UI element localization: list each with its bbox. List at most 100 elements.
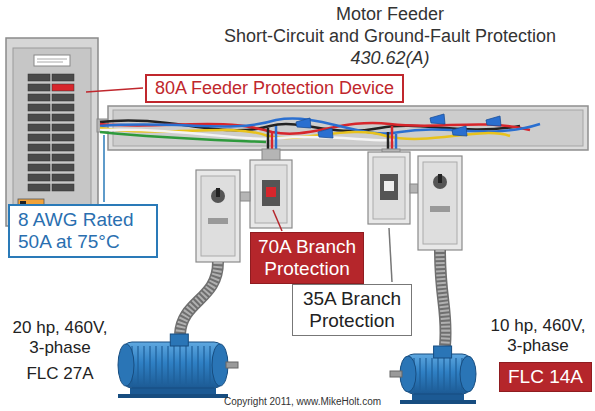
- motor: [149, 346, 150, 384]
- code-reference: 430.62(A): [215, 48, 565, 69]
- branch-breaker-enclosure: [250, 160, 292, 228]
- copyright: Copyright 2011, www.MikeHolt.com: [215, 396, 390, 408]
- label-text: Copyright 2011, www.MikeHolt.com: [224, 396, 381, 407]
- motor: [161, 346, 162, 384]
- branch-breaker-enclosure: [384, 181, 394, 191]
- breaker-rows: [52, 74, 74, 81]
- motor-rating: 20 hp, 460V, 3-phase: [4, 318, 116, 357]
- conductors: [100, 119, 540, 165]
- breaker-rows: [52, 124, 74, 131]
- motor: [185, 346, 186, 384]
- motor: [437, 358, 438, 390]
- motor-controller: [418, 156, 462, 250]
- conduit-nipple: [240, 192, 250, 201]
- breaker-rows: [28, 84, 50, 91]
- flexible-conduit: [440, 250, 446, 346]
- motor-flc: FLC 27A: [4, 364, 116, 384]
- wire-nuts: [296, 114, 501, 138]
- motor: [425, 358, 426, 390]
- callout-text: 8 AWG Rated 50A at 75°C: [18, 209, 148, 253]
- breaker-rows: [28, 124, 50, 131]
- flexible-conduit: [440, 250, 446, 346]
- motor-controller: [196, 170, 240, 262]
- label-text: FLC 27A: [26, 364, 93, 383]
- motors: [118, 334, 476, 404]
- motor-controller: [423, 162, 457, 244]
- motor: [226, 362, 238, 368]
- branch-breaker-enclosure: [255, 165, 287, 223]
- branch-breaker-enclosure: [266, 187, 276, 197]
- leader-line: [273, 210, 282, 231]
- motor: [155, 346, 156, 384]
- conductors: [100, 132, 266, 142]
- motor: [390, 346, 476, 404]
- motor: [118, 344, 134, 386]
- motor-controller: [418, 156, 462, 250]
- motor: [197, 346, 198, 384]
- motor: [449, 358, 450, 390]
- leader-line: [103, 135, 105, 202]
- motor: [209, 346, 210, 384]
- flexible-conduit: [180, 262, 218, 334]
- motor-controller: [201, 176, 235, 256]
- motor: [170, 334, 188, 346]
- callout-text: 80A Feeder Protection Device: [155, 78, 394, 99]
- panelboard: [37, 59, 67, 60]
- panelboard: [37, 62, 63, 63]
- breaker-rows: [52, 94, 74, 101]
- motor: [203, 346, 204, 384]
- leader-line: [389, 228, 392, 282]
- motor-controller: [196, 170, 240, 262]
- motor: [167, 346, 168, 384]
- motor: [122, 342, 224, 388]
- branch-breaker-enclosure: [368, 152, 410, 224]
- breaker-rows: [52, 114, 74, 121]
- motor: [455, 358, 456, 390]
- motor: [434, 346, 452, 358]
- conduit-nipple: [410, 184, 418, 193]
- wire-nuts: [296, 118, 311, 128]
- conduit-nipple: [262, 149, 280, 161]
- panelboard: [34, 55, 70, 66]
- breaker-rows: [52, 184, 74, 191]
- breaker-rows: [28, 74, 74, 191]
- motor: [431, 358, 432, 390]
- motor: [179, 346, 180, 384]
- wire-nuts: [430, 114, 445, 124]
- callout-text: 35A Branch Protection: [299, 288, 405, 332]
- breaker-rows: [28, 184, 50, 191]
- breaker-rows: [52, 104, 74, 111]
- motor: [400, 400, 476, 404]
- breaker-rows: [52, 84, 74, 91]
- motor: [191, 346, 192, 384]
- wire-nuts: [452, 126, 467, 136]
- flc-callout: FLC 14A: [499, 362, 592, 392]
- branch-breaker-enclosure: [262, 180, 280, 206]
- callout-text: 70A Branch Protection: [257, 236, 357, 280]
- branch-breaker-enclosure: [368, 152, 410, 224]
- motor-controller: [430, 206, 450, 212]
- motor-rating: 10 hp, 460V, 3-phase: [486, 316, 590, 355]
- motor: [443, 358, 444, 390]
- motor: [173, 346, 174, 384]
- motor: [143, 346, 144, 384]
- wire-nuts: [318, 128, 333, 138]
- breaker-rows: [28, 114, 50, 121]
- motor: [419, 358, 420, 390]
- panelboard: [6, 38, 98, 226]
- motor-controller: [208, 218, 228, 224]
- motor-controller: [216, 188, 220, 197]
- motor-controller: [433, 175, 447, 189]
- motor: [118, 334, 238, 398]
- panelboard: [13, 48, 91, 218]
- label-text: 20 hp, 460V, 3-phase: [13, 318, 108, 357]
- breaker-rows: [28, 134, 50, 141]
- breaker-rows: [52, 134, 74, 141]
- motor: [460, 356, 476, 392]
- breaker-rows: [28, 94, 50, 101]
- motor-controller: [211, 189, 225, 203]
- breaker-rows: [28, 74, 50, 81]
- title-text: Motor Feeder: [336, 4, 444, 24]
- breaker-rows: [52, 174, 74, 181]
